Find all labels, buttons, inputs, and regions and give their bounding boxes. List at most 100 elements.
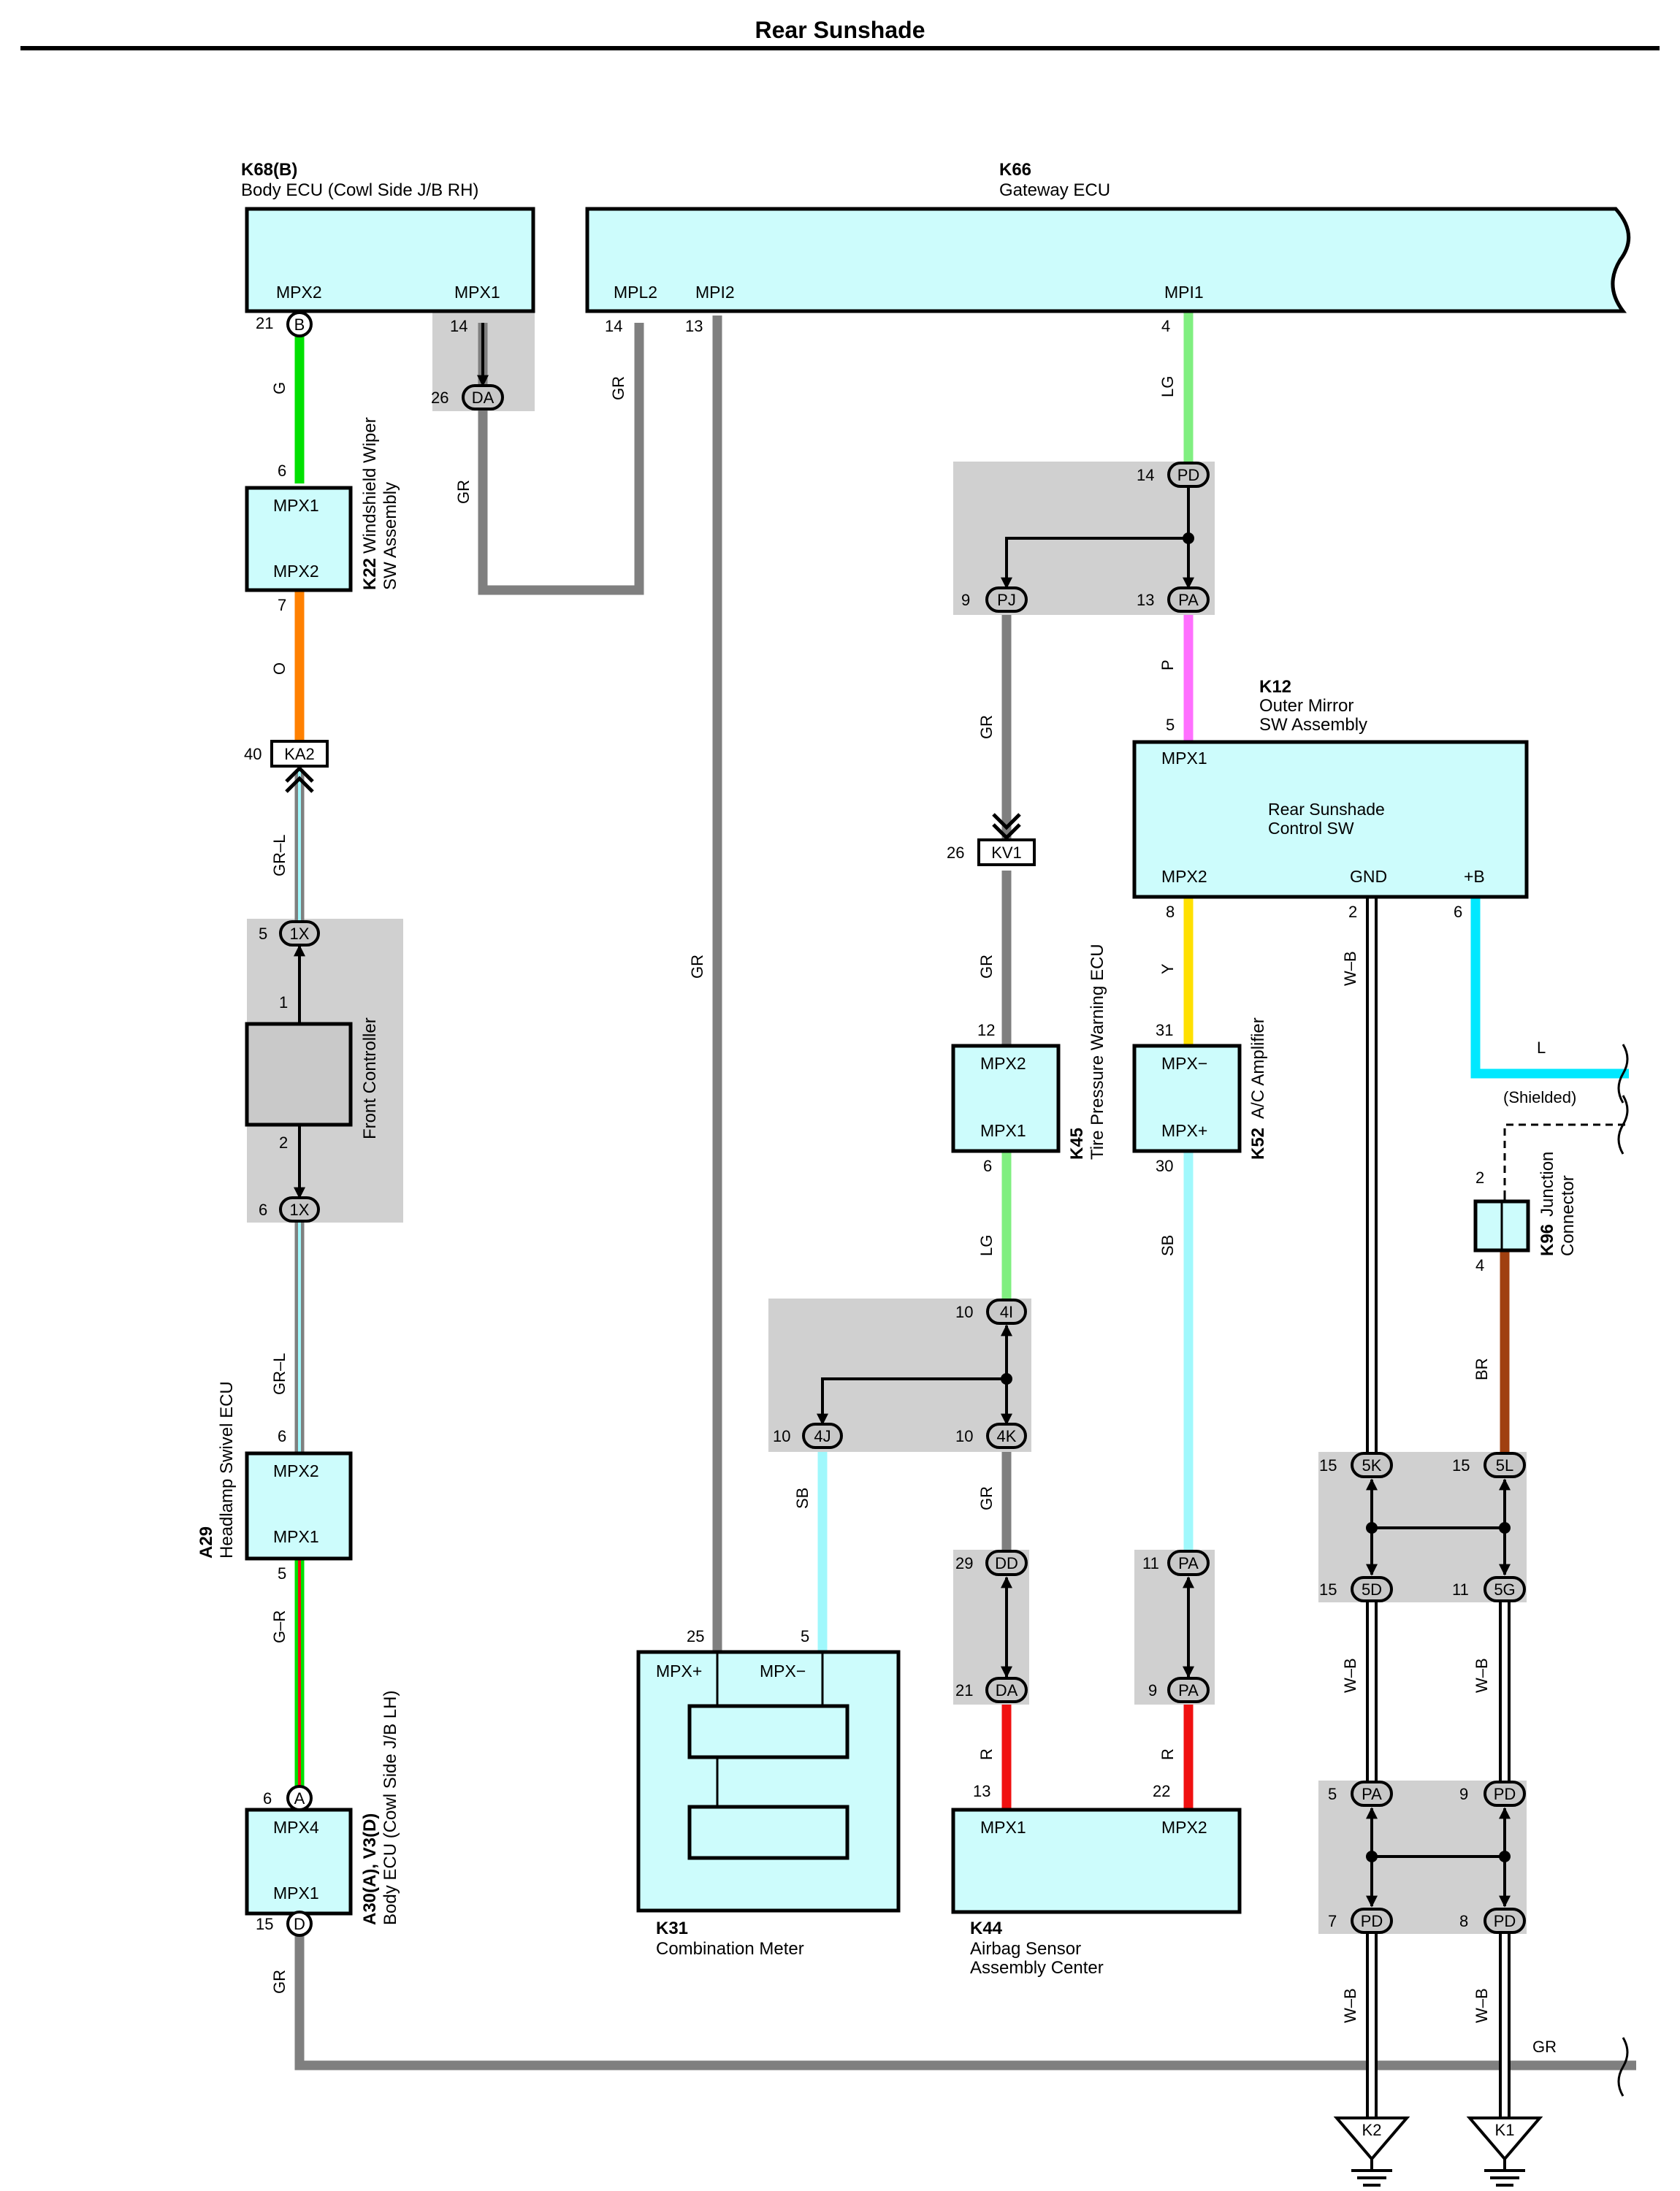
svg-text:K22: K22 bbox=[360, 558, 380, 590]
svg-text:PA: PA bbox=[1178, 1554, 1199, 1572]
svg-text:R: R bbox=[977, 1748, 996, 1760]
svg-text:4J: 4J bbox=[814, 1427, 831, 1445]
svg-text:GR: GR bbox=[454, 480, 473, 504]
svg-text:MPX−: MPX− bbox=[1161, 1054, 1207, 1073]
svg-text:PA: PA bbox=[1178, 591, 1199, 609]
svg-text:PA: PA bbox=[1362, 1785, 1382, 1803]
svg-text:6: 6 bbox=[263, 1789, 272, 1808]
k44-airbag-sensor: MPX1 MPX2 K44 Airbag Sensor Assembly Cen… bbox=[951, 1808, 1242, 1978]
svg-text:14: 14 bbox=[1137, 466, 1154, 484]
svg-text:12: 12 bbox=[977, 1021, 995, 1039]
svg-text:29: 29 bbox=[955, 1554, 973, 1572]
splice-links bbox=[294, 323, 1511, 1908]
svg-text:5: 5 bbox=[259, 925, 267, 943]
svg-text:MPX1: MPX1 bbox=[454, 283, 500, 302]
svg-text:4: 4 bbox=[1161, 317, 1170, 335]
svg-text:MPX1: MPX1 bbox=[273, 1527, 319, 1546]
svg-text:Junction: Junction bbox=[1538, 1152, 1557, 1217]
svg-text:SW Assembly: SW Assembly bbox=[381, 482, 400, 590]
svg-text:11: 11 bbox=[1142, 1554, 1159, 1572]
svg-text:5: 5 bbox=[801, 1627, 809, 1645]
svg-text:5: 5 bbox=[1166, 716, 1175, 734]
svg-text:MPX2: MPX2 bbox=[273, 562, 319, 581]
svg-text:4I: 4I bbox=[1000, 1303, 1013, 1321]
svg-text:MPX−: MPX− bbox=[760, 1662, 806, 1680]
svg-text:PD: PD bbox=[1494, 1912, 1516, 1930]
svg-text:DD: DD bbox=[995, 1554, 1018, 1572]
svg-text:W–B: W–B bbox=[1473, 1658, 1491, 1693]
svg-text:GR: GR bbox=[977, 1486, 996, 1510]
k66-gateway-ecu: K66 Gateway ECU MPL2 MPI2 MPI1 bbox=[585, 160, 1631, 313]
k12-outer-mirror-sw: K12 Outer Mirror SW Assembly MPX1 Rear S… bbox=[1132, 677, 1529, 899]
svg-text:SB: SB bbox=[1158, 1235, 1177, 1256]
svg-text:K52: K52 bbox=[1248, 1128, 1268, 1160]
svg-text:PD: PD bbox=[1361, 1912, 1383, 1930]
svg-text:PA: PA bbox=[1178, 1681, 1199, 1699]
svg-text:7: 7 bbox=[278, 596, 286, 614]
svg-text:5D: 5D bbox=[1362, 1580, 1382, 1599]
svg-text:Body ECU (Cowl Side J/B LH): Body ECU (Cowl Side J/B LH) bbox=[381, 1691, 400, 1925]
svg-text:6: 6 bbox=[983, 1157, 992, 1175]
svg-text:KA2: KA2 bbox=[284, 745, 315, 763]
svg-text:K68(B): K68(B) bbox=[241, 160, 297, 180]
svg-text:5: 5 bbox=[278, 1564, 286, 1583]
k22-windshield-wiper-sw: MPX1 MPX2 K22 Windshield Wiper SW Assemb… bbox=[245, 417, 400, 592]
svg-text:31: 31 bbox=[1156, 1021, 1173, 1039]
svg-text:LG: LG bbox=[1158, 376, 1177, 397]
svg-text:15: 15 bbox=[1319, 1456, 1337, 1475]
svg-text:MPX2: MPX2 bbox=[273, 1461, 319, 1480]
svg-text:5K: 5K bbox=[1362, 1456, 1382, 1475]
svg-text:Outer Mirror: Outer Mirror bbox=[1259, 696, 1353, 716]
svg-text:G–R: G–R bbox=[270, 1610, 289, 1643]
svg-text:Front Controller: Front Controller bbox=[360, 1017, 380, 1139]
svg-text:DA: DA bbox=[996, 1681, 1018, 1699]
svg-text:K1: K1 bbox=[1495, 2121, 1515, 2139]
wire-labels: G GR GR O GR–L GR–L G–R GR GR LG P GR GR… bbox=[270, 376, 1576, 2056]
svg-text:10: 10 bbox=[955, 1427, 973, 1445]
svg-text:W–B: W–B bbox=[1341, 951, 1359, 986]
svg-text:MPX2: MPX2 bbox=[1161, 1818, 1207, 1837]
svg-text:A: A bbox=[294, 1789, 305, 1808]
svg-text:O: O bbox=[270, 662, 289, 675]
svg-text:KV1: KV1 bbox=[991, 844, 1022, 862]
a30-body-ecu-lh: MPX4 MPX1 A30(A), V3(D) Body ECU (Cowl S… bbox=[245, 1691, 400, 1925]
wires bbox=[294, 313, 1636, 2118]
svg-text:1: 1 bbox=[279, 993, 288, 1012]
svg-text:26: 26 bbox=[431, 389, 448, 407]
page-title: Rear Sunshade bbox=[755, 17, 925, 43]
svg-text:Headlamp Swivel ECU: Headlamp Swivel ECU bbox=[217, 1381, 237, 1559]
svg-text:MPX2: MPX2 bbox=[276, 283, 322, 302]
svg-text:Connector: Connector bbox=[1558, 1175, 1578, 1256]
svg-text:6: 6 bbox=[1454, 903, 1462, 921]
svg-text:R: R bbox=[1158, 1748, 1177, 1760]
svg-text:A/C Amplifier: A/C Amplifier bbox=[1248, 1017, 1268, 1119]
svg-text:A29: A29 bbox=[196, 1526, 216, 1559]
svg-text:GR: GR bbox=[1532, 2038, 1557, 2056]
svg-text:MPX+: MPX+ bbox=[1161, 1121, 1207, 1140]
svg-text:6: 6 bbox=[278, 1427, 286, 1445]
k68b-body-ecu-rh: K68(B) Body ECU (Cowl Side J/B RH) MPX2 … bbox=[241, 160, 535, 313]
svg-text:9: 9 bbox=[1148, 1681, 1157, 1699]
k45-tire-pressure-warning-ecu: MPX2 MPX1 K45 Tire Pressure Warning ECU bbox=[951, 944, 1107, 1160]
svg-text:G: G bbox=[270, 382, 289, 394]
svg-text:Gateway ECU: Gateway ECU bbox=[999, 180, 1110, 200]
svg-text:LG: LG bbox=[977, 1235, 996, 1256]
svg-text:K96: K96 bbox=[1538, 1224, 1557, 1256]
svg-text:4: 4 bbox=[1475, 1256, 1484, 1274]
svg-text:GR: GR bbox=[270, 1970, 289, 1994]
svg-text:GR: GR bbox=[609, 376, 627, 400]
connector-chevrons bbox=[285, 765, 1021, 841]
svg-text:5G: 5G bbox=[1494, 1580, 1515, 1599]
svg-text:Y: Y bbox=[1158, 963, 1177, 974]
svg-text:K2: K2 bbox=[1362, 2121, 1382, 2139]
svg-text:DA: DA bbox=[472, 389, 495, 407]
svg-text:W–B: W–B bbox=[1473, 1988, 1491, 2023]
svg-text:Assembly Center: Assembly Center bbox=[970, 1958, 1104, 1978]
svg-text:6: 6 bbox=[278, 462, 286, 480]
svg-text:9: 9 bbox=[961, 591, 970, 609]
svg-text:PD: PD bbox=[1494, 1785, 1516, 1803]
svg-text:W–B: W–B bbox=[1341, 1988, 1359, 2023]
pin-numbers: 21 14 26 14 13 4 6 7 40 5 1 2 6 6 5 6 15… bbox=[244, 314, 1484, 1933]
svg-text:K31: K31 bbox=[656, 1919, 688, 1938]
